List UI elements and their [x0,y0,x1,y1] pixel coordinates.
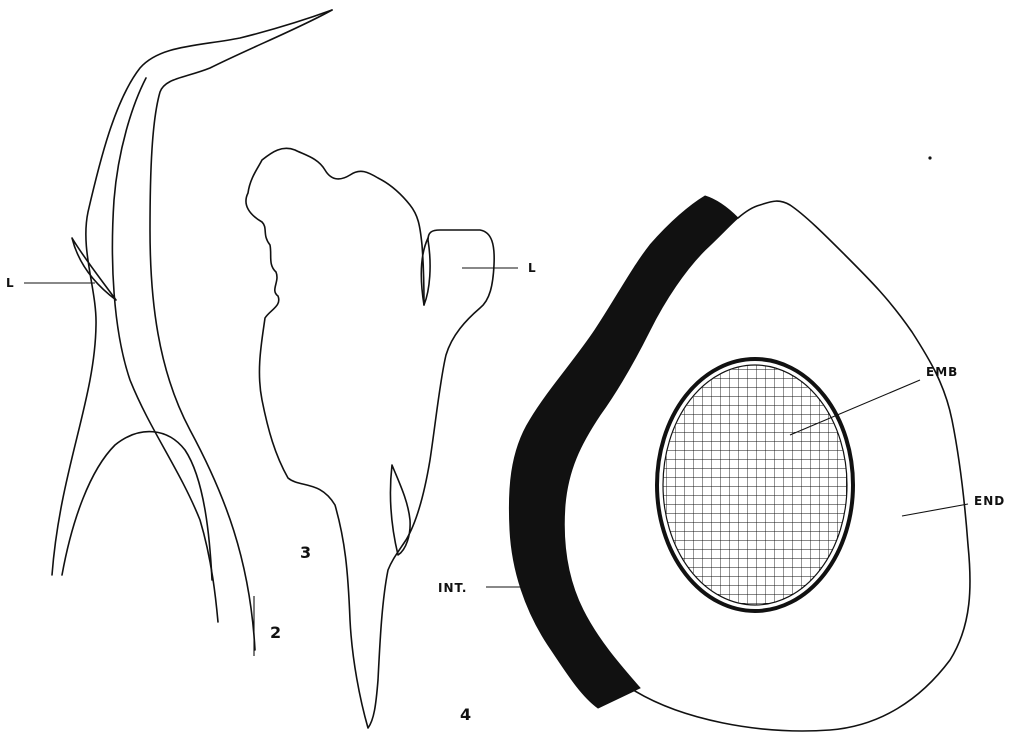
fig4-END-label: END [974,494,1005,508]
fig4-embryo [663,365,847,605]
fig2-base-arch [62,432,212,580]
stray-ink-dot [928,156,931,159]
fig2-L-label: L [6,276,15,290]
fig2-outer-left-outline [52,10,332,575]
figure-2-leaf-section: L 2 [6,10,332,656]
fig4-EMB-label: EMB [926,365,958,379]
fig3-L-label: L [528,261,537,275]
fig2-ligule [72,238,116,300]
figure-4-seed-section: EMB END INT. 4 [438,156,1005,731]
fig2-inner-midrib [112,78,218,622]
figure-3-leaf-blade: L 3 [246,148,537,728]
fig4-END-leader [902,504,968,516]
fig4-number: 4 [460,705,472,724]
fig3-blade-outline [246,148,494,728]
fig3-number: 3 [300,543,312,562]
fig2-number: 2 [270,623,282,642]
fig4-INT-label: INT. [438,581,467,595]
fig3-sheath-fold [390,465,410,555]
